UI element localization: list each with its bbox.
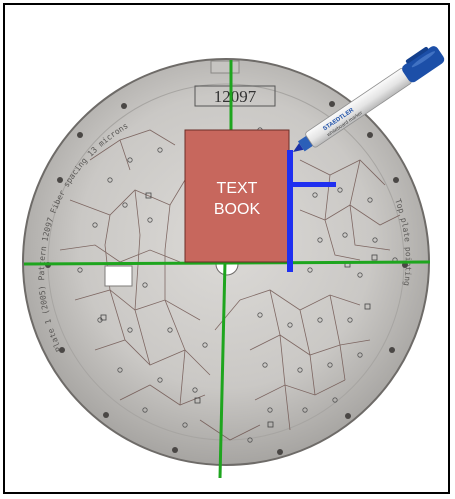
crosshair-vertical-lower	[218, 261, 227, 479]
guide-squares	[100, 137, 378, 428]
fiber-holes	[77, 127, 398, 443]
image-frame: 12097 Plate 1 (2005) Pattern 12097 Fiber…	[3, 3, 450, 494]
textbook-label-line2: BOOK	[214, 201, 261, 218]
fiber-cell-lines	[59, 129, 401, 441]
marker-collar	[297, 135, 313, 152]
marker-tip	[293, 143, 304, 152]
bracket-horizontal-bar	[290, 182, 336, 187]
green-crosshair	[23, 60, 431, 479]
photo-scene: 12097 Plate 1 (2005) Pattern 12097 Fiber…	[22, 46, 445, 479]
plate-cutout	[104, 265, 133, 287]
whiteboard-marker-icon: STAEDTLER whiteboard marker	[293, 46, 445, 152]
marker-cap	[402, 46, 445, 83]
plate-top-tab	[210, 60, 240, 74]
crosshair-horizontal	[23, 260, 431, 266]
serial-number: 12097	[214, 87, 257, 106]
serial-number-box	[194, 85, 276, 107]
marker-cap-shine	[411, 51, 436, 68]
blue-bracket	[287, 150, 336, 272]
bracket-vertical-bar	[287, 150, 293, 272]
mounting-holes	[45, 101, 408, 455]
marker-cap-clip	[405, 46, 429, 64]
textbook-block: TEXT BOOK	[184, 129, 290, 263]
textbook-label-line1: TEXT	[217, 180, 258, 197]
textbook-rect	[184, 129, 290, 263]
